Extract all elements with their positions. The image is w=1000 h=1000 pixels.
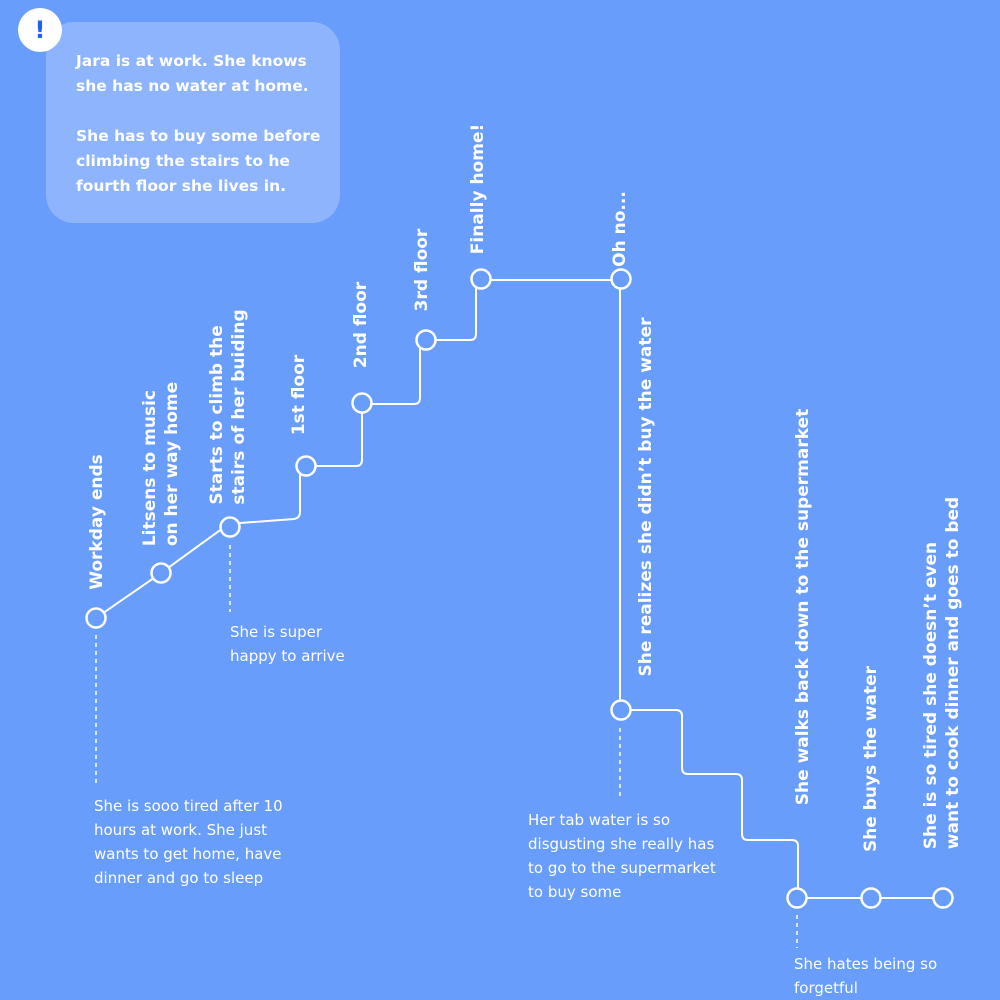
node-music xyxy=(150,562,172,584)
note-tap-water: Her tab water is so disgusting she reall… xyxy=(528,811,716,901)
step-label-3rd-floor: 3rd floor xyxy=(412,228,432,312)
intro-line: she has no water at home. xyxy=(76,77,309,95)
node-2nd-floor xyxy=(351,392,373,414)
intro-line: fourth floor she lives in. xyxy=(76,177,287,195)
intro-line: climbing the stairs to he xyxy=(76,152,290,170)
step-label-music: Litsens to music on her way home xyxy=(140,381,182,547)
intro-text: Jara is at work. She knows she has no wa… xyxy=(76,49,336,199)
note-tired-after-work: She is sooo tired after 10 hours at work… xyxy=(94,797,283,887)
step-label-realizes: She realizes she didn’t buy the water xyxy=(636,317,656,677)
step-label-workday-ends: Workday ends xyxy=(87,454,107,590)
note-forgetful: She hates being so forgetful xyxy=(794,955,938,997)
step-label-buys-water: She buys the water xyxy=(861,665,881,853)
node-3rd-floor xyxy=(415,329,437,351)
node-oh-no xyxy=(610,268,632,290)
step-label-goes-to-bed: She is so tired she doesn’t even want to… xyxy=(921,496,963,850)
step-label-walks-back: She walks back down to the supermarket xyxy=(793,408,813,806)
intro-line: Jara is at work. She knows xyxy=(76,52,307,70)
node-walks-back xyxy=(786,887,808,909)
note-happy-to-arrive: She is super happy to arrive xyxy=(230,623,345,665)
intro-panel: Jara is at work. She knows she has no wa… xyxy=(46,22,340,223)
step-label-finally-home: Finally home! xyxy=(468,123,488,255)
node-start-climb xyxy=(219,516,241,538)
intro-line: She has to buy some before xyxy=(76,127,321,145)
node-buys-water xyxy=(860,887,882,909)
step-label-start-climb: Starts to climb the stairs of her buidin… xyxy=(207,309,249,505)
node-1st-floor xyxy=(295,455,317,477)
node-goes-to-bed xyxy=(932,887,954,909)
step-label-1st-floor: 1st floor xyxy=(289,354,309,436)
alert-icon: ! xyxy=(18,8,62,52)
step-label-oh-no: Oh no... xyxy=(610,191,630,267)
node-realizes xyxy=(610,699,632,721)
node-finally-home xyxy=(470,268,492,290)
step-label-2nd-floor: 2nd floor xyxy=(351,281,371,369)
node-workday-ends xyxy=(85,607,107,629)
